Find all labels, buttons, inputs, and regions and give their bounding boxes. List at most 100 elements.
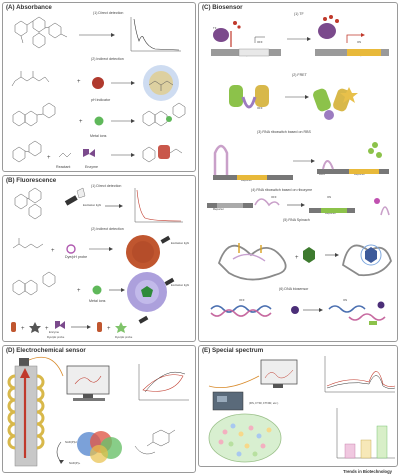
a-molecule-acid (11, 71, 50, 87)
d-electrode-column (7, 358, 45, 467)
svg-text:+: + (107, 326, 111, 332)
c-off-1: OFF (257, 40, 263, 44)
a-reactant-small (58, 152, 72, 158)
c-off-4: OFF (239, 298, 245, 302)
b-excitation-small-1: Excitation light (171, 241, 190, 245)
panel-biosensor: (C) Biosensor (1) TF (2) FRET (3) RNA ri… (198, 2, 398, 342)
b-excitation-small-2: Excitation light (171, 283, 190, 287)
d-wire (28, 356, 64, 377)
b-molecule-2 (12, 238, 44, 249)
a-metal-ion-dot (94, 116, 104, 126)
b-flashlight-3 (164, 277, 175, 286)
b-arrow-1 (105, 204, 123, 208)
e-cell-dish (208, 413, 282, 463)
e-spectrum-plot (324, 356, 396, 393)
b-direct-label: (1) Direct detection (91, 184, 122, 188)
c-spinach-label: (5) RNA Spinach (283, 218, 310, 222)
b-metal-label: Metal ions (89, 299, 106, 303)
e-diagram-svg (208, 356, 396, 463)
c-ribozyme-label: (4) RNA riboswitch based on ribozyme (251, 188, 313, 192)
a-molecule-flavonoid (12, 102, 56, 127)
b-arrow-2 (89, 247, 113, 251)
b-molecule-3 (12, 271, 56, 296)
b-flashlight-1 (64, 187, 86, 206)
c-rbs-switch-label: (3) RNA riboswitch based on RBS (257, 130, 311, 134)
panel-b-title: (B) Fluorescence (6, 177, 57, 184)
a-molecule-reactant (12, 140, 42, 163)
d-enzyme-structure (77, 431, 122, 463)
b-enzyme-label: Enzyme (49, 330, 60, 334)
panel-c-title: (C) Biosensor (202, 4, 243, 11)
b-indirect-label: (2) Indirect detection (91, 227, 124, 231)
b-dye-ring (66, 244, 76, 254)
d-nad-cycle (56, 441, 64, 464)
d-nadp-label: NAD(P)+ (69, 461, 81, 465)
c-fret-off (229, 85, 269, 109)
c-on-4: ON (343, 298, 348, 302)
d-cv-plot (138, 364, 189, 401)
c-on-3: ON (327, 195, 332, 199)
panel-d-title: (D) Electrochemical sensor (6, 347, 86, 354)
c-fret-on (313, 87, 358, 120)
b-dye-label-2: Dye/pH probe (47, 335, 65, 339)
panel-e-title: (E) Special spectrum (202, 347, 264, 354)
a-reactant-label: Reactant (56, 165, 71, 169)
a-plus-3: + (47, 155, 51, 161)
b-excitation-label: Excitation light (83, 203, 102, 207)
a-complex-metal (166, 116, 172, 122)
c-rbs-arrow (293, 159, 315, 163)
c-dna-row (210, 301, 386, 325)
a-spectrum-plot (130, 17, 181, 52)
panel-fluorescence: (B) Fluorescence (1) Direct detection Ex… (2, 175, 196, 342)
c-off-3: OFF (271, 195, 277, 199)
b-enzyme-row: + + + (11, 315, 149, 333)
a-arrow-1 (79, 33, 115, 37)
a-enzyme-shape (83, 149, 95, 157)
a-molecule-large (14, 16, 68, 49)
b-dye-label: Dye/pH probe (65, 255, 88, 259)
e-instruments-label: (RS, FTIR, FTNIR, etc.) (249, 401, 279, 405)
a-enzyme-label: Enzyme (85, 165, 98, 169)
d-computer-monitor (66, 365, 110, 401)
a-plus-2: + (79, 119, 83, 125)
c-spinach-row: + (217, 243, 392, 281)
panel-absorbance: (A) Absorbance (1) Direct detection (2) … (2, 2, 196, 172)
c-tf-off (211, 21, 281, 57)
svg-text:+: + (45, 326, 49, 332)
a-plus-1: + (77, 79, 81, 85)
a-product-molecule (148, 80, 174, 91)
c-off-2: OFF (257, 106, 263, 110)
c-on-1: ON (357, 40, 362, 44)
c-rbs-off (213, 144, 293, 180)
d-sugar-molecule (134, 429, 176, 455)
c-diagram-svg: + (207, 15, 392, 325)
a-product-core (149, 71, 173, 95)
a-arrow-4 (111, 153, 135, 157)
footer-journal: Trends in Biotechnology (343, 469, 392, 474)
d-nadh-label: NAD(P)H (65, 440, 77, 444)
c-tf-arrow (287, 37, 311, 41)
b-diagram-svg: + + + + + (11, 187, 183, 333)
c-fret-arrow (285, 95, 309, 99)
c-reporter-5: Reporter (213, 207, 224, 211)
a-diagram-svg: + + + (11, 16, 186, 163)
b-dye-product-inner (132, 241, 154, 263)
c-tf-label: (1) TF (294, 12, 304, 16)
b-flashlight-2 (160, 235, 171, 244)
b-plus-2: + (77, 288, 81, 294)
b-plus-1: + (51, 248, 55, 254)
c-tf-small: TF (213, 26, 217, 30)
a-metal-ions-label: Metal ions (90, 134, 107, 138)
svg-text:+: + (295, 255, 299, 261)
b-spectrum-plot (134, 188, 183, 223)
e-bar-plot (336, 408, 395, 459)
a-arrow-2 (111, 81, 135, 85)
c-ribozyme-row (207, 198, 390, 216)
b-arrow-3 (109, 288, 125, 292)
b-metal-product-gem (141, 286, 153, 297)
a-enzyme-product (142, 145, 183, 163)
c-fret-label: (2) FRET (292, 73, 307, 77)
b-dye-label-3: Dye/pH probe (115, 335, 133, 339)
svg-text:+: + (21, 326, 25, 332)
panel-a-title: (A) Absorbance (6, 4, 52, 11)
